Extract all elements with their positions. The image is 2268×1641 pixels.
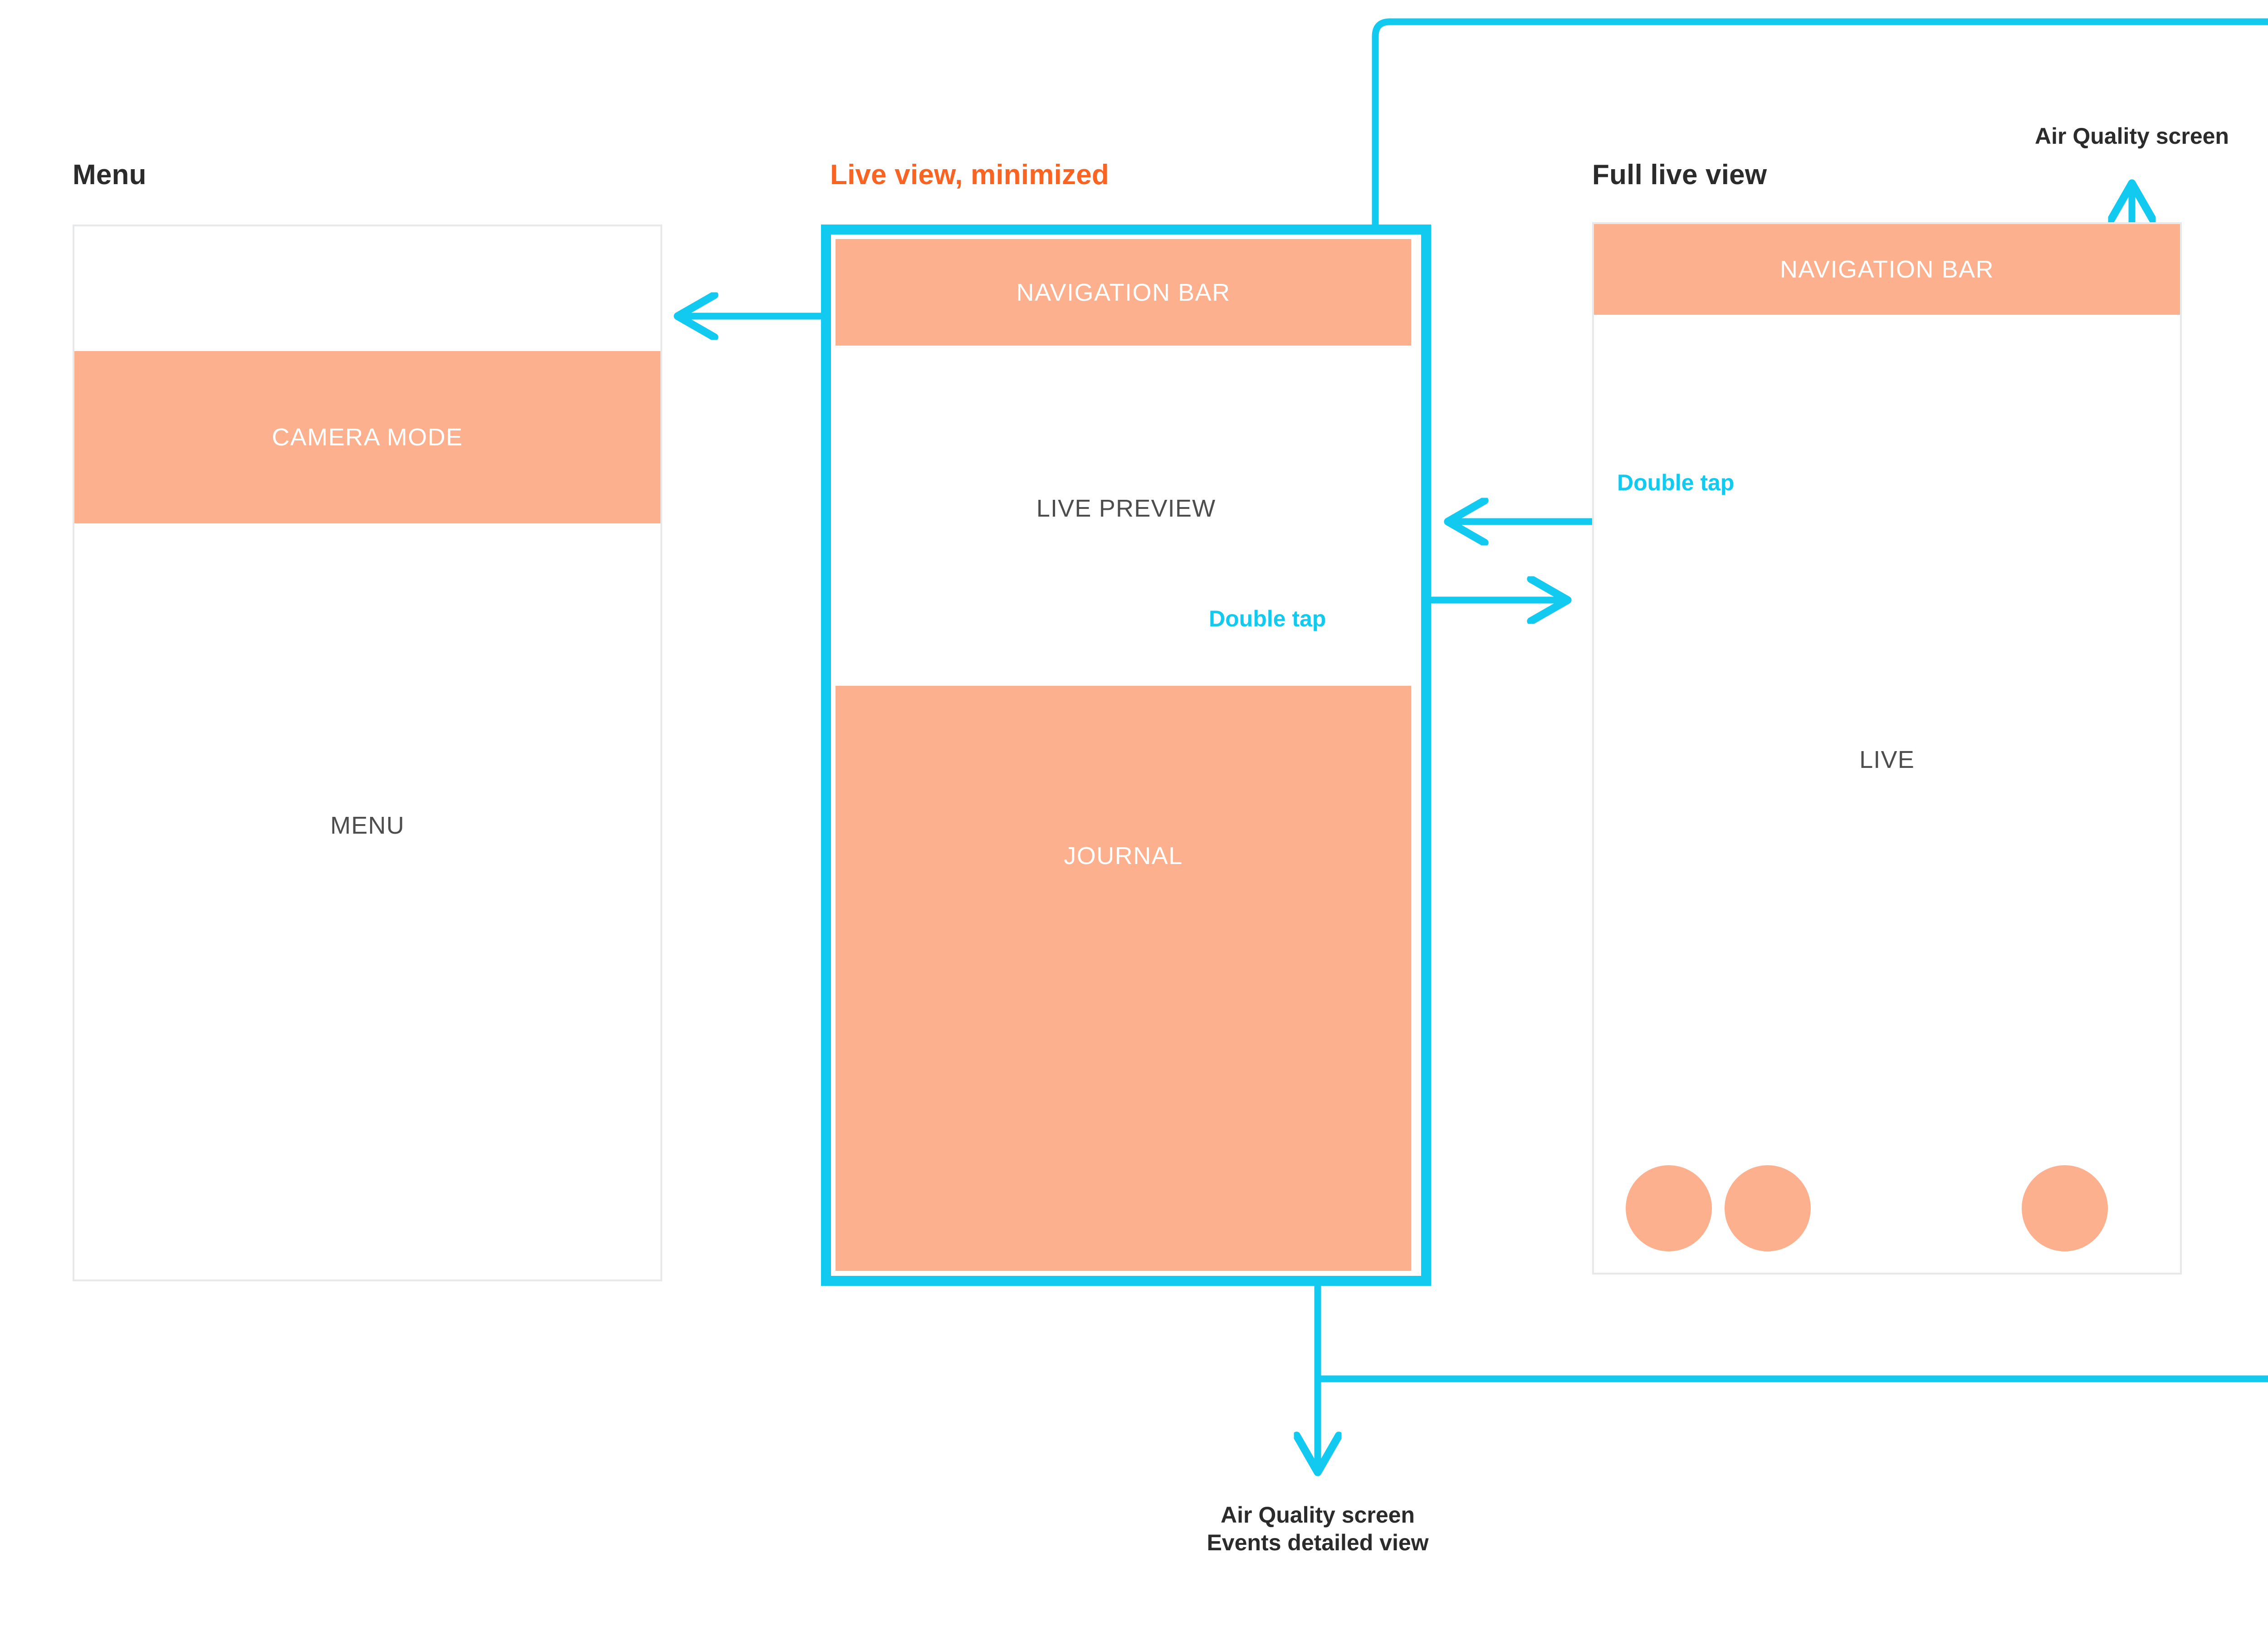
full-live-body-label: LIVE: [1859, 746, 1915, 773]
menu-camera-mode-block[interactable]: CAMERA MODE: [74, 351, 660, 523]
menu-camera-mode-label: CAMERA MODE: [272, 424, 463, 451]
full-live-control-dot-1[interactable]: [1626, 1165, 1712, 1251]
live-minimized-navigation-bar-label: NAVIGATION BAR: [1016, 278, 1231, 306]
screen-title-live-minimized: Live view, minimized: [830, 159, 1110, 190]
full-live-control-dot-3[interactable]: [2022, 1165, 2108, 1251]
flow-label-double-tap-to-minimized: Double tap: [1617, 470, 1735, 495]
note-air-quality-line-1: Air Quality screen: [1221, 1502, 1415, 1528]
screen-title-menu: Menu: [73, 159, 147, 190]
screen-title-full-live: Full live view: [1592, 159, 1767, 190]
screen-live-view-minimized[interactable]: NAVIGATION BAR LIVE PREVIEW JOURNAL: [821, 225, 1431, 1286]
live-minimized-navigation-bar-block[interactable]: NAVIGATION BAR: [836, 239, 1411, 346]
screen-full-live-view[interactable]: NAVIGATION BAR LIVE: [1592, 222, 2182, 1275]
menu-body-label: MENU: [330, 812, 405, 839]
flow-label-double-tap-to-full: Double tap: [1209, 606, 1326, 631]
live-minimized-journal-label: JOURNAL: [1064, 842, 1183, 869]
full-live-control-dot-2[interactable]: [1725, 1165, 1811, 1251]
note-events-detail-line-2: Events detailed view: [1207, 1530, 1429, 1555]
live-minimized-preview-text: LIVE PREVIEW: [1036, 495, 1216, 522]
live-minimized-journal-block[interactable]: JOURNAL: [836, 686, 1411, 1271]
full-live-navigation-bar-label: NAVIGATION BAR: [1779, 256, 1994, 283]
full-live-navigation-bar-block[interactable]: NAVIGATION BAR: [1594, 224, 2180, 315]
note-air-quality-screen-top: Air Quality screen: [2035, 123, 2229, 149]
screen-menu[interactable]: CAMERA MODE MENU: [73, 225, 662, 1281]
